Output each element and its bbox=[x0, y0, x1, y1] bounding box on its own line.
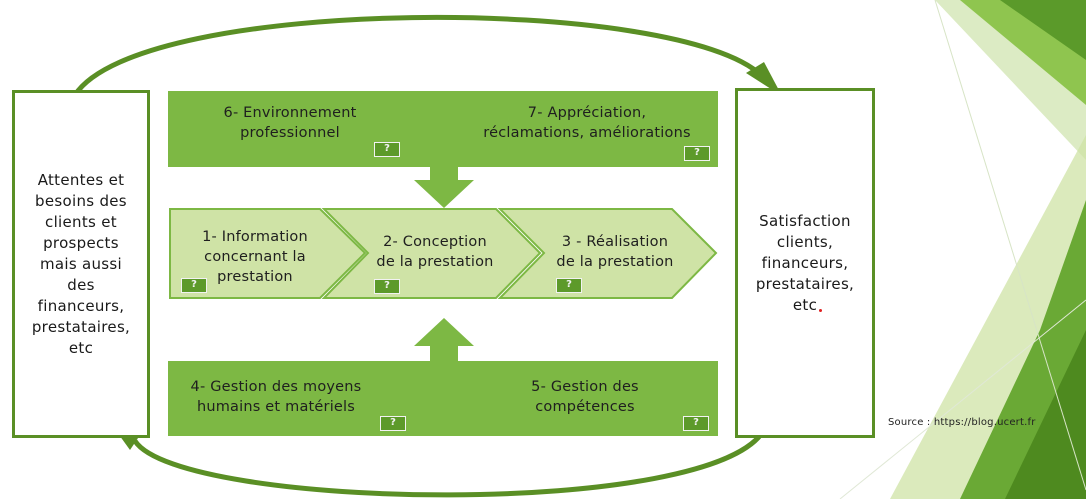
step-3-chevron bbox=[497, 208, 718, 299]
help-button-icon[interactable]: ? bbox=[683, 416, 709, 431]
help-button-icon[interactable]: ? bbox=[556, 278, 582, 293]
up-arrow bbox=[414, 318, 474, 362]
step-2-label: 2- Conception de la prestation bbox=[376, 234, 494, 270]
right-box-text: Satisfaction clients, financeurs, presta… bbox=[755, 211, 855, 314]
top-curved-arrow bbox=[72, 14, 764, 97]
help-button-icon[interactable]: ? bbox=[374, 142, 400, 157]
help-button-icon[interactable]: ? bbox=[374, 279, 400, 294]
competences-label: 5- Gestion des compétences bbox=[531, 379, 639, 415]
top-arrowhead bbox=[746, 62, 782, 96]
moyens-label: 4- Gestion des moyens humains et matérie… bbox=[190, 379, 362, 415]
help-button-icon[interactable]: ? bbox=[684, 146, 710, 161]
step-3-label: 3 - Réalisation de la prestation bbox=[556, 234, 674, 270]
appreciation-label: 7- Appréciation, réclamations, améliorat… bbox=[483, 105, 691, 141]
top-band bbox=[168, 91, 718, 167]
step-1-label: 1- Information concernant la prestation bbox=[202, 229, 308, 285]
bottom-curved-arrow bbox=[132, 426, 768, 498]
down-arrow bbox=[414, 164, 474, 208]
bottom-band bbox=[168, 361, 718, 436]
environnement-label: 6- Environnement professionnel bbox=[223, 105, 357, 141]
left-box-text: Attentes et besoins des clients et prosp… bbox=[31, 170, 131, 357]
step-2-chevron bbox=[321, 208, 542, 299]
right-box: Satisfaction clients, financeurs, presta… bbox=[735, 88, 875, 438]
corner-shape-bottom-dark bbox=[1005, 330, 1086, 499]
help-button-icon[interactable]: ? bbox=[181, 278, 207, 293]
corner-line bbox=[934, 0, 1086, 491]
step-1-chevron bbox=[169, 208, 367, 299]
left-box: Attentes et besoins des clients et prosp… bbox=[12, 90, 150, 438]
corner-shape-dark bbox=[1000, 0, 1086, 60]
source-credit: Source : https://blog.ucert.fr bbox=[888, 417, 1036, 428]
help-button-icon[interactable]: ? bbox=[380, 416, 406, 431]
corner-line-2 bbox=[839, 299, 1086, 499]
red-dot bbox=[819, 309, 822, 312]
